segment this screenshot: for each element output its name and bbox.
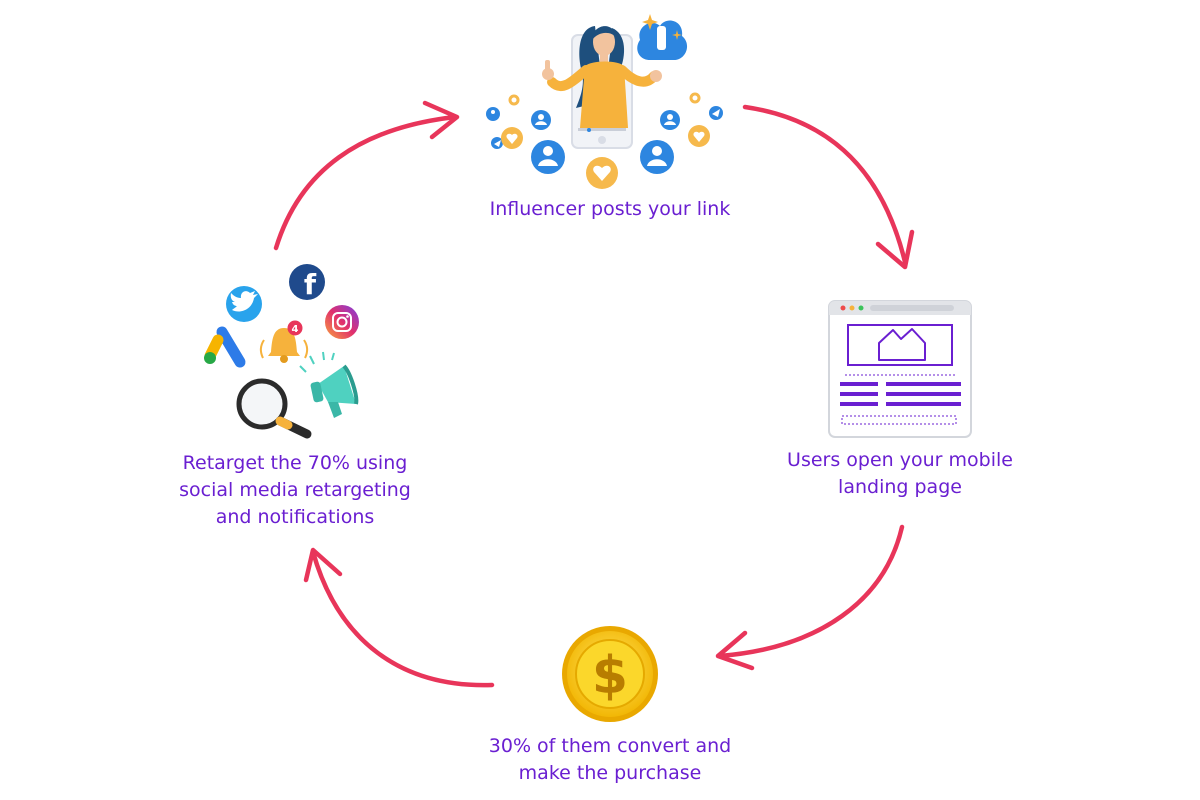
avatar-icon [531,140,565,174]
send-icon [491,137,503,149]
notification-count-badge [287,320,303,336]
cycle-arrows [273,100,915,688]
landing-page-illustration [828,300,972,438]
megaphone-icon [299,351,359,418]
label-line: Influencer posts your link [489,198,731,220]
magnifier-icon [236,378,312,439]
step-label-retarget: Retarget the 70% using social media reta… [150,450,440,531]
avatar-icon [486,107,500,121]
label-line: 30% of them convert and [488,735,732,757]
notification-bell-icon: 4 [259,320,309,363]
hero-image-placeholder [847,324,953,366]
exclamation-badge-icon [637,14,688,60]
facebook-icon: f [289,264,325,301]
label-line: make the purchase [518,762,702,784]
twitter-icon [226,286,262,322]
step-label-influencer: Influencer posts your link [460,196,760,223]
coin-icon: $ [562,626,658,722]
image-icon [878,328,926,361]
send-icon [709,106,723,120]
avatar-icon [660,110,680,130]
instagram-icon [325,305,359,339]
heart-icon [501,127,523,149]
arrow-convert-to-retarget [303,547,495,688]
heart-icon [586,157,618,189]
browser-window-icon [828,300,972,438]
arrow-influencer-to-landing [742,104,915,270]
arrow-landing-to-convert [715,524,905,671]
influencer-illustration [486,14,723,189]
avatar-icon [640,140,674,174]
label-line: Users open your mobile [787,449,1013,471]
decor-dot [689,92,701,104]
label-line: Retarget the 70% using [182,452,408,474]
influencer-person-icon [542,26,662,128]
dollar-sign: $ [592,646,628,706]
label-line: and notifications [215,506,375,528]
arrow-retarget-to-influencer [273,100,460,251]
label-line: social media retargeting [179,479,411,501]
avatar-icon [531,110,551,130]
step-label-convert: 30% of them convert and make the purchas… [440,733,780,787]
label-line: landing page [838,476,962,498]
svg-text:4: 4 [292,324,299,335]
heart-icon [688,125,710,147]
retargeting-illustration: f 4 [204,264,359,439]
svg-text:f: f [304,268,317,301]
button-placeholder [841,415,957,425]
google-ads-icon [204,326,246,368]
step-label-landing-page: Users open your mobile landing page [760,447,1040,501]
decor-dot [508,94,520,106]
